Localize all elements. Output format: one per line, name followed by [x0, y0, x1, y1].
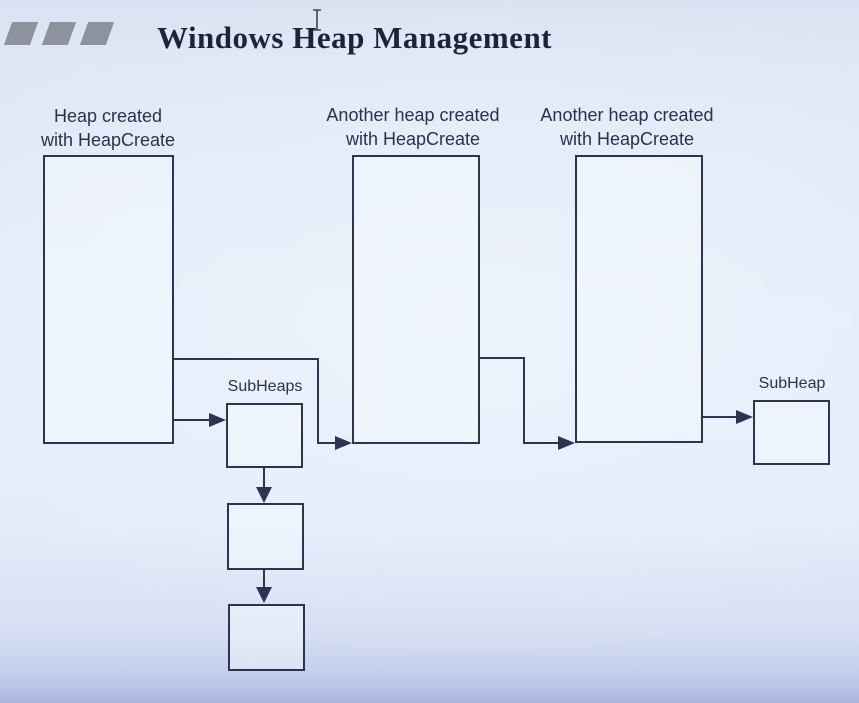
- heap-1-box: [43, 155, 174, 444]
- header-decoration: [3, 22, 115, 45]
- connector-heap1-to-heap2-vertical: [317, 358, 319, 444]
- page-title: Windows Heap Management: [157, 20, 553, 55]
- arrowhead-into-subheap3: [256, 587, 272, 603]
- arrowhead-into-subheaps: [209, 413, 226, 427]
- connector-heap1-to-heap2-entry: [317, 442, 337, 444]
- parallelogram-icon: [41, 22, 77, 45]
- connector-heap2-to-heap3-entry: [523, 442, 559, 444]
- arrowhead-into-heap2: [335, 436, 352, 450]
- subheaps-label: SubHeaps: [227, 378, 303, 395]
- arrowhead-into-subheap2: [256, 487, 272, 503]
- connector-heap1-to-heap2-horizontal: [172, 358, 319, 360]
- heap-2-box: [352, 155, 480, 444]
- heap-1-label: Heap created with HeapCreate: [40, 106, 176, 150]
- text-cursor-icon: [313, 9, 321, 31]
- arrowhead-into-heap3: [558, 436, 575, 450]
- connector-heap2-to-heap3-horizontal: [478, 357, 525, 359]
- connector-heap1-to-subheaps: [172, 419, 210, 421]
- connector-heap2-to-heap3-vertical: [523, 357, 525, 444]
- subheap-right-label: SubHeap: [758, 375, 826, 392]
- heap-3-label: Another heap created with HeapCreate: [540, 105, 714, 149]
- subheap-box-3: [228, 604, 305, 671]
- heap-3-box: [575, 155, 703, 443]
- connector-subheap1-to-subheap2: [263, 468, 265, 489]
- subheap-box-2: [227, 503, 304, 570]
- connector-subheap2-to-subheap3: [263, 570, 265, 589]
- parallelogram-icon: [3, 22, 39, 45]
- arrowhead-into-right-subheap: [736, 410, 753, 424]
- heap-2-label: Another heap created with HeapCreate: [326, 105, 500, 149]
- parallelogram-icon: [79, 22, 115, 45]
- subheap-right-box: [753, 400, 830, 465]
- connector-heap3-to-subheap: [702, 416, 737, 418]
- subheap-box-1: [226, 403, 303, 468]
